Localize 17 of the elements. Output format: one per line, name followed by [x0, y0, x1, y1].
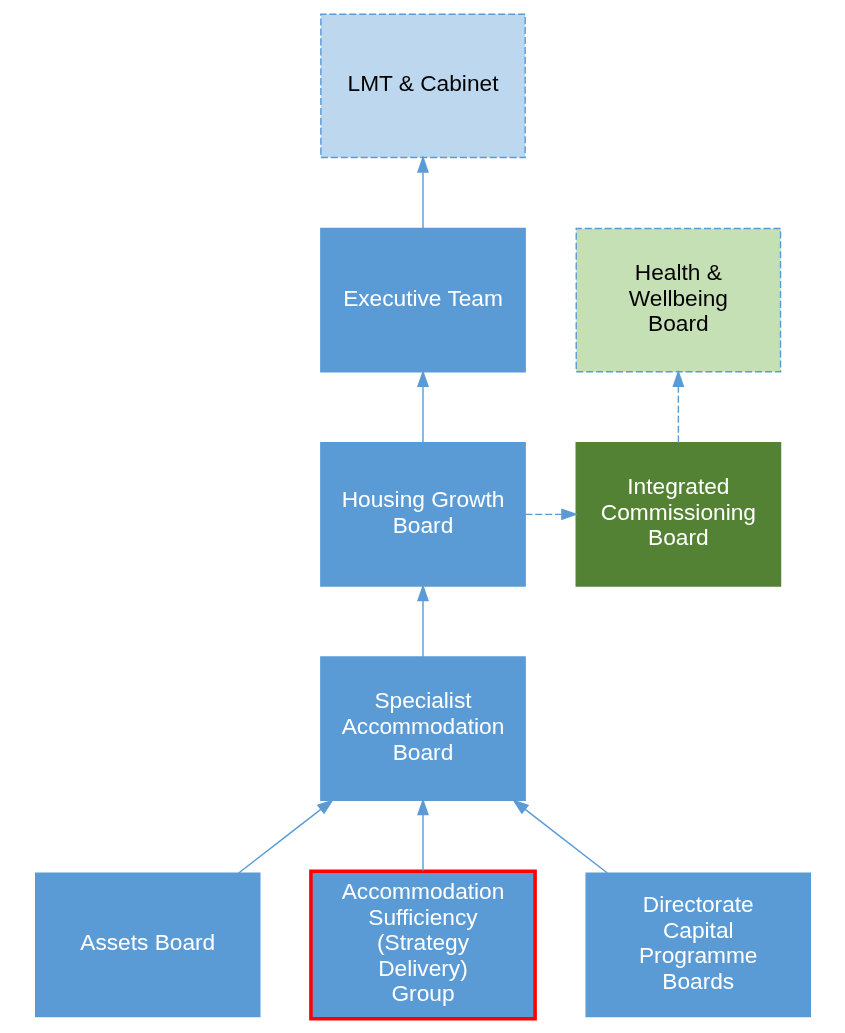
- arrow: [524, 508, 578, 521]
- node-box: LMT & Cabinet: [319, 13, 526, 159]
- node-box: Housing Growth Board: [319, 442, 526, 587]
- arrow: [671, 369, 684, 444]
- node-box: Health & Wellbeing Board: [575, 227, 781, 373]
- arrow: [416, 155, 429, 230]
- node-box: Directorate Capital Programme Boards: [584, 872, 811, 1018]
- arrow: [416, 584, 429, 658]
- arrow: [237, 799, 334, 874]
- node-box: Accommodation Sufficiency (Strategy Delivery) Group: [308, 869, 537, 1021]
- node-box: Assets Board: [34, 872, 261, 1018]
- arrow: [511, 799, 608, 874]
- arrow: [416, 369, 429, 444]
- node-box: Integrated Commissioning Board: [575, 442, 781, 587]
- node-box: Executive Team: [319, 227, 526, 373]
- arrow: [416, 798, 429, 872]
- node-box: Specialist Accommodation Board: [319, 656, 526, 801]
